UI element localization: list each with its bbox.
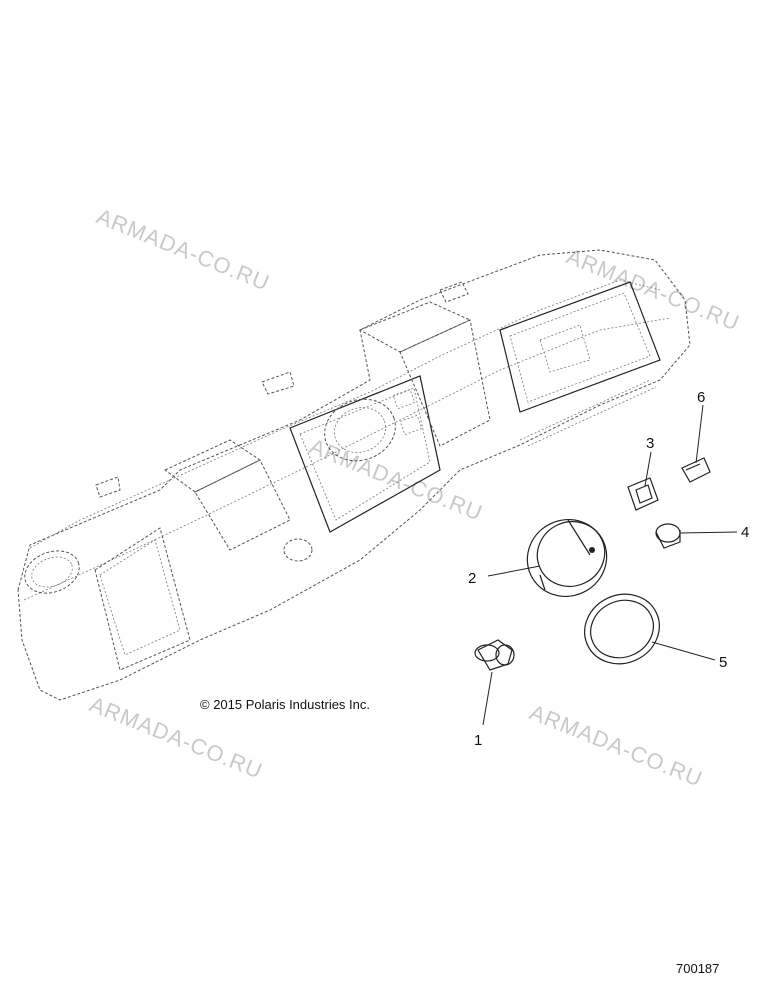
leader-3 [644,451,652,487]
dashboard-assembly-illustration [17,249,691,701]
callout-5: 5 [719,654,727,671]
part-5-ring [584,593,660,665]
leader-4 [679,531,738,534]
part-3-rocker [627,477,659,511]
watermark-1: ARMADA-CO.RU [93,203,273,295]
watermark-3: ARMADA-CO.RU [306,433,486,525]
callout-3: 3 [646,435,654,452]
leader-1 [482,671,493,726]
part-4-socket [655,523,681,549]
leader-6 [695,404,704,464]
figure-number: 700187 [676,961,719,976]
callout-1: 1 [474,732,482,749]
leader-5 [651,641,716,661]
leader-2 [487,565,541,577]
callout-4: 4 [741,524,749,541]
part-2-gauge [526,519,608,597]
callout-2: 2 [468,570,476,587]
watermark-2: ARMADA-CO.RU [563,243,743,335]
callout-6: 6 [697,389,705,406]
part-1-switch [474,639,515,671]
copyright-text: © 2015 Polaris Industries Inc. [200,697,370,712]
watermark-5: ARMADA-CO.RU [526,699,706,791]
